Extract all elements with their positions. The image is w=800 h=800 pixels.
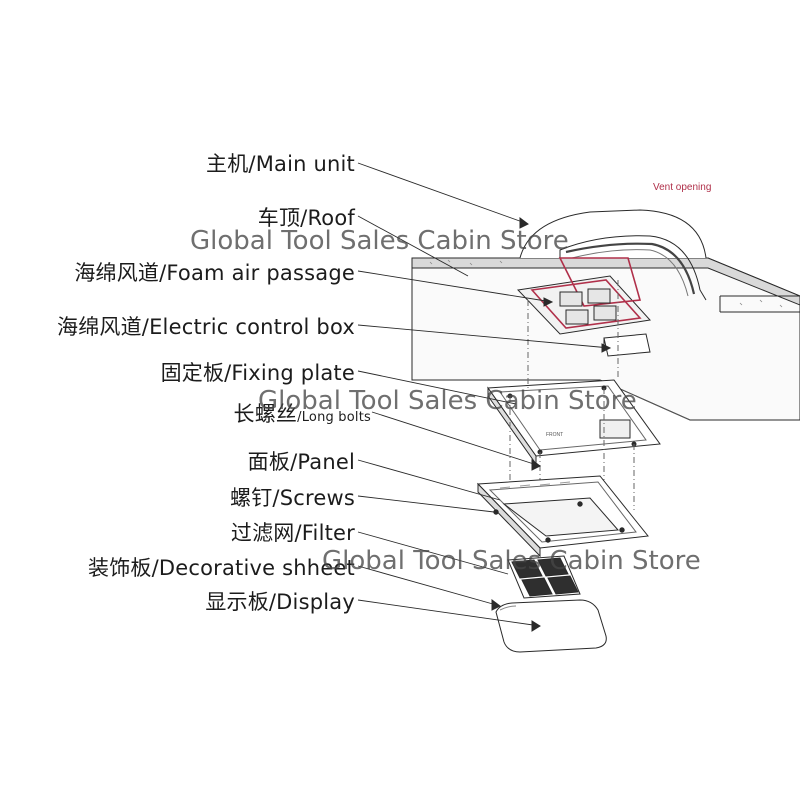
- label-screws: 螺钉/Screws: [230, 486, 355, 510]
- leader-lines: [357, 162, 611, 627]
- label-long-bolts: 长螺丝/Long bolts: [234, 398, 371, 428]
- fixing-plate-shape: [487, 379, 661, 466]
- electric-control-box-shape: [603, 333, 651, 357]
- label-decorative-sheet: 装饰板/Decorative shheet: [88, 556, 355, 580]
- label-roof: 车顶/Roof: [257, 206, 355, 230]
- filter-shape: [507, 555, 581, 599]
- label-long-bolts-cn: 长螺丝: [233, 402, 298, 426]
- label-long-bolts-en: /Long bolts: [297, 410, 371, 425]
- display-shape: [495, 599, 607, 653]
- label-filter: 过滤网/Filter: [230, 521, 355, 545]
- label-fixing-plate: 固定板/Fixing plate: [160, 361, 355, 385]
- main-unit-shape: [519, 209, 707, 301]
- watermark-1: Global Tool Sales Cabin Store: [190, 226, 569, 256]
- label-electric-control-box: 海绵风道/Electric control box: [57, 315, 355, 339]
- label-panel: 面板/Panel: [247, 450, 355, 474]
- watermark-3: Global Tool Sales Cabin Store: [322, 546, 701, 576]
- vent-opening-annotation: Vent opening: [653, 182, 712, 193]
- watermark-2: Global Tool Sales Cabin Store: [258, 386, 637, 416]
- label-foam-air-passage: 海绵风道/Foam air passage: [74, 261, 355, 285]
- foam-air-passage-shape: [516, 257, 651, 335]
- label-main-unit: 主机/Main unit: [206, 152, 355, 176]
- panel-shape: [476, 475, 649, 558]
- front-mark: FRONT: [546, 432, 563, 438]
- label-display: 显示板/Display: [205, 590, 355, 614]
